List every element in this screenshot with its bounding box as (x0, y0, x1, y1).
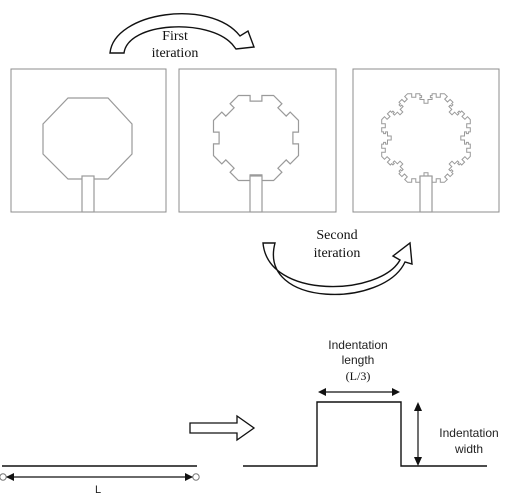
indentation-length-arrowhead-left (318, 388, 326, 396)
indentation-width-arrowhead-bottom (414, 457, 422, 466)
length-arrowhead-right (185, 473, 193, 481)
length-arrowhead-left (6, 473, 14, 481)
indentation-width-arrowhead-top (414, 402, 422, 411)
transform-arrow (189, 414, 256, 442)
segment-endpoint-left (0, 473, 7, 481)
feed-line (419, 175, 433, 213)
indentation-width-label-line1: Indentation (439, 426, 498, 440)
second-iteration-label-line1: Second (316, 228, 357, 243)
indentation-length-arrowhead-right (392, 388, 400, 396)
indentation-length-label-line1: Indentation (328, 338, 387, 352)
feed-line (249, 175, 263, 213)
octagon-patch (42, 97, 133, 180)
second-iteration-curved-arrow (262, 241, 413, 296)
indentation-width-label-line2: width (454, 442, 483, 456)
segment-length-label: L (95, 484, 101, 496)
indentation-length-label-line2: length (342, 353, 375, 367)
feed-line (81, 175, 95, 213)
first-iteration-label-line2: iteration (152, 46, 199, 61)
segment-endpoint-right (192, 473, 200, 481)
second-iteration-label-line2: iteration (314, 246, 361, 261)
indentation-length-label-line3: (L/3) (346, 369, 371, 383)
first-iteration-label-line1: First (162, 29, 188, 44)
indented-segment (243, 401, 487, 467)
first-iteration-curved-arrow (109, 13, 255, 54)
